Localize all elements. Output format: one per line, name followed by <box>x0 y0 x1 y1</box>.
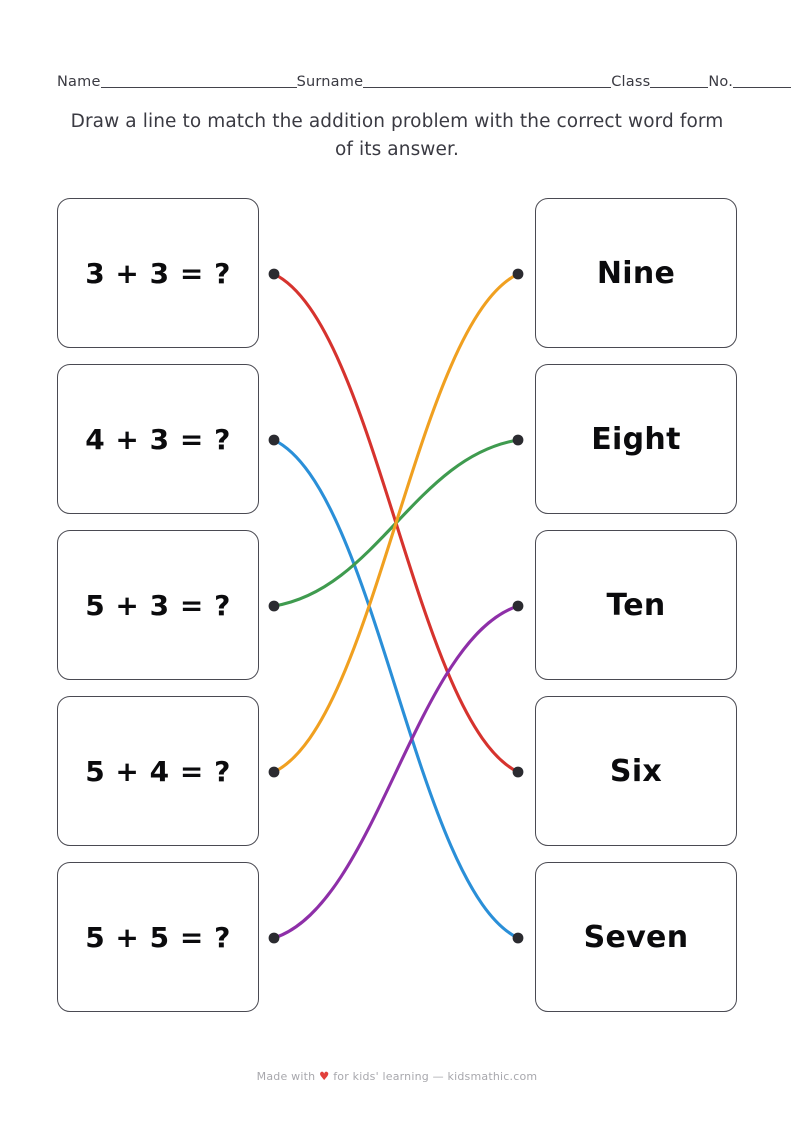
matching-line-endpoints <box>268 268 524 944</box>
number-field-group: No. <box>708 68 792 90</box>
answer-card-label: Ten <box>606 587 666 623</box>
problem-card-3[interactable]: 5 + 3 = ? <box>57 530 259 680</box>
connector-dot[interactable] <box>512 434 524 446</box>
footer-suffix: for kids' learning — kidsmathic.com <box>333 1070 538 1083</box>
matching-line-paths <box>272 272 520 940</box>
problem-card-2[interactable]: 4 + 3 = ? <box>57 364 259 514</box>
connector-dot[interactable] <box>268 932 280 944</box>
answer-card-5[interactable]: Seven <box>535 862 737 1012</box>
student-info-row: Name Surname Class No. <box>57 64 792 90</box>
connector-dot[interactable] <box>512 268 524 280</box>
matching-line[interactable] <box>272 438 520 940</box>
class-field-label: Class <box>611 73 651 90</box>
connector-dot[interactable] <box>512 600 524 612</box>
problem-card-5[interactable]: 5 + 5 = ? <box>57 862 259 1012</box>
class-field-rule[interactable] <box>650 86 709 88</box>
matching-line[interactable] <box>272 438 520 608</box>
answer-card-label: Nine <box>596 255 676 291</box>
connector-dot[interactable] <box>268 766 280 778</box>
problem-card-label: 5 + 5 = ? <box>85 920 231 954</box>
surname-field-label: Surname <box>296 73 364 90</box>
answer-card-label: Six <box>609 753 663 789</box>
name-field-rule[interactable] <box>100 86 297 88</box>
problem-card-label: 5 + 4 = ? <box>85 754 231 788</box>
problem-card-label: 5 + 3 = ? <box>85 588 231 622</box>
connector-dot[interactable] <box>512 766 524 778</box>
name-field-label: Name <box>57 73 101 90</box>
matching-line[interactable] <box>272 272 520 774</box>
instruction-text: Draw a line to match the addition proble… <box>57 108 737 164</box>
answer-card-label: Eight <box>591 421 681 457</box>
number-field-rule[interactable] <box>733 86 792 88</box>
problem-card-label: 4 + 3 = ? <box>85 422 231 456</box>
answer-card-2[interactable]: Eight <box>535 364 737 514</box>
problem-card-1[interactable]: 3 + 3 = ? <box>57 198 259 348</box>
matching-line[interactable] <box>272 272 520 774</box>
instruction-line-1: Draw a line to match the addition proble… <box>70 111 724 132</box>
name-field-group: Name <box>57 68 297 90</box>
answer-card-3[interactable]: Ten <box>535 530 737 680</box>
heart-icon: ♥ <box>318 1069 330 1083</box>
surname-field-rule[interactable] <box>363 86 612 88</box>
connector-dot[interactable] <box>268 434 280 446</box>
footer-credit: Made with ♥ for kids' learning — kidsmat… <box>0 1069 794 1083</box>
number-field-label: No. <box>708 73 734 90</box>
footer-prefix: Made with <box>256 1070 316 1083</box>
surname-field-group: Surname <box>297 68 612 90</box>
problem-card-4[interactable]: 5 + 4 = ? <box>57 696 259 846</box>
answer-card-label: Seven <box>583 919 689 955</box>
connector-dot[interactable] <box>268 268 280 280</box>
connector-dot[interactable] <box>268 600 280 612</box>
problem-card-label: 3 + 3 = ? <box>85 256 231 290</box>
matching-line[interactable] <box>272 604 520 940</box>
instruction-line-2: of its answer. <box>334 139 460 160</box>
answer-card-4[interactable]: Six <box>535 696 737 846</box>
class-field-group: Class <box>611 68 709 90</box>
answer-card-1[interactable]: Nine <box>535 198 737 348</box>
connector-dot[interactable] <box>512 932 524 944</box>
